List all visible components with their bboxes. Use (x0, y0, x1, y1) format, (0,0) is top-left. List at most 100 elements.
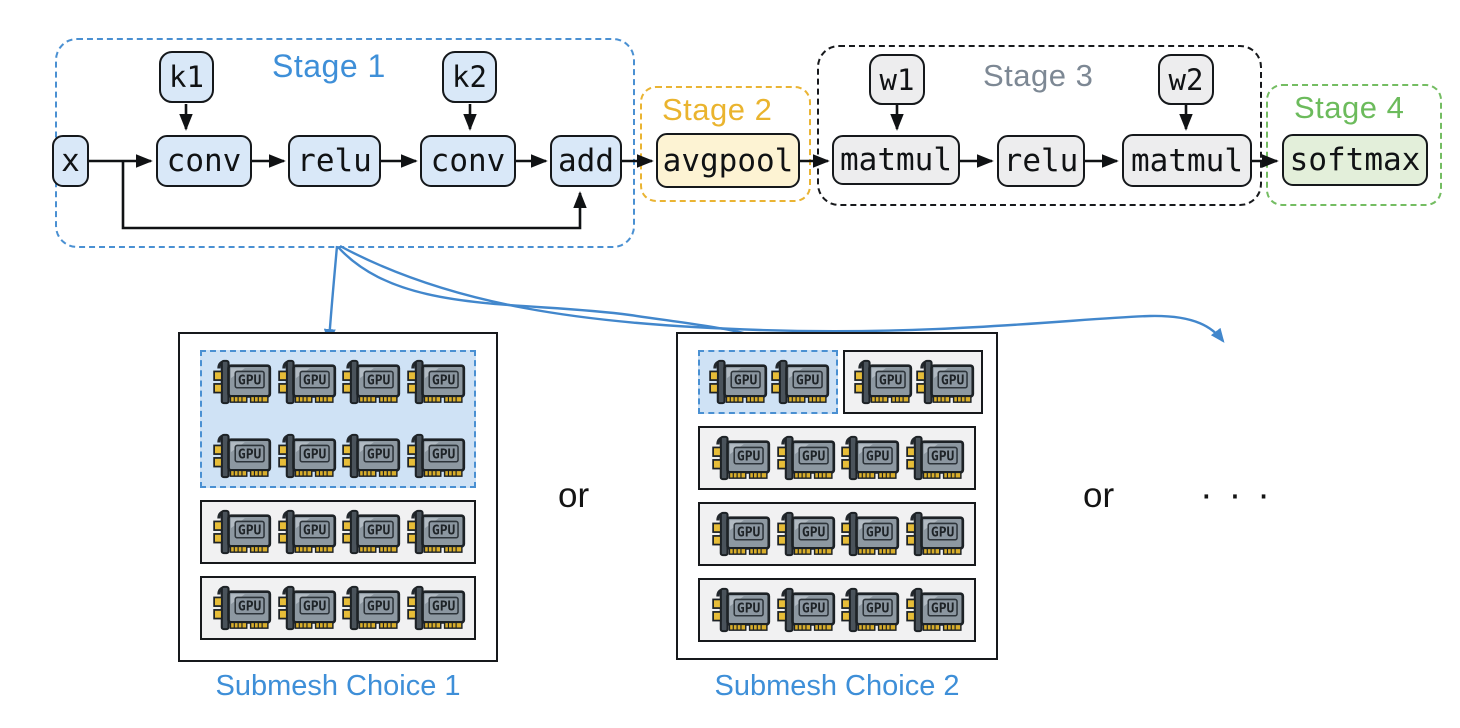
machine-box: GPU GPU GPU GPU (698, 426, 976, 490)
gpu-icon: GPU (854, 359, 913, 405)
machine-box: GPU GPU GPU GPU (698, 502, 976, 566)
svg-text:GPU: GPU (238, 599, 262, 614)
svg-text:GPU: GPU (737, 449, 761, 464)
node-conv-1: conv (156, 135, 252, 187)
svg-text:GPU: GPU (303, 373, 327, 388)
svg-text:GPU: GPU (303, 447, 327, 462)
stage-4-label: Stage 4 (1294, 90, 1405, 125)
more-choices-ellipsis: ··· (1200, 474, 1286, 516)
gpu-row: GPU GPU GPU GPU (208, 508, 468, 556)
node-k2: k2 (442, 51, 497, 103)
submesh-choice-1-label: Submesh Choice 1 (215, 670, 461, 702)
gpu-icon: GPU (776, 587, 835, 633)
gpu-icon: GPU (406, 585, 465, 631)
gpu-icon: GPU (342, 585, 401, 631)
machine-row: GPU GPU GPU GPU (698, 426, 976, 490)
svg-text:GPU: GPU (879, 373, 903, 388)
stage-2-label: Stage 2 (662, 92, 773, 127)
gpu-icon: GPU (342, 433, 401, 479)
gpu-icon: GPU (776, 511, 835, 557)
stage-3-box (817, 45, 1262, 206)
svg-text:GPU: GPU (367, 599, 391, 614)
gpu-row: GPU GPU (706, 358, 830, 406)
or-label-1: or (558, 476, 590, 515)
stage-4-box (1266, 84, 1442, 206)
gpu-row: GPU GPU GPU GPU (706, 434, 968, 482)
node-add: add (550, 135, 622, 187)
gpu-icon: GPU (213, 585, 272, 631)
machine-row: GPU GPU GPU GPU GPU GPU GPU GPU (200, 350, 476, 488)
gpu-icon: GPU (278, 433, 336, 479)
svg-text:GPU: GPU (802, 525, 826, 540)
stage-1-label: Stage 1 (272, 48, 386, 84)
node-w2: w2 (1158, 54, 1214, 105)
gpu-icon: GPU (406, 359, 465, 405)
svg-text:GPU: GPU (431, 523, 455, 538)
machine-row: GPU GPU GPU GPU (200, 576, 476, 640)
gpu-icon: GPU (771, 359, 830, 405)
gpu-icon: GPU (278, 585, 336, 631)
stage-3-label: Stage 3 (983, 58, 1094, 93)
node-relu-2: relu (997, 135, 1085, 187)
svg-text:GPU: GPU (431, 373, 455, 388)
svg-text:GPU: GPU (238, 523, 262, 538)
svg-text:GPU: GPU (734, 373, 758, 388)
svg-text:GPU: GPU (737, 525, 761, 540)
machine-row: GPU GPU GPU GPU (200, 500, 476, 564)
svg-text:GPU: GPU (367, 373, 391, 388)
submesh-assignment-arrow-2 (337, 246, 775, 345)
svg-text:GPU: GPU (866, 601, 890, 616)
node-w1: w1 (869, 54, 925, 105)
svg-text:GPU: GPU (737, 601, 761, 616)
node-matmul-1: matmul (832, 135, 960, 185)
svg-text:GPU: GPU (303, 523, 327, 538)
submesh-assignment-arrow-3 (339, 244, 1225, 343)
gpu-icon: GPU (213, 359, 272, 405)
svg-text:GPU: GPU (431, 447, 455, 462)
svg-text:GPU: GPU (367, 523, 391, 538)
submesh-choice-2-label: Submesh Choice 2 (714, 670, 960, 702)
svg-text:GPU: GPU (866, 449, 890, 464)
gpu-icon: GPU (841, 587, 900, 633)
gpu-icon: GPU (776, 435, 835, 481)
stage-2-box (640, 86, 811, 202)
gpu-icon: GPU (712, 511, 770, 557)
svg-text:GPU: GPU (802, 449, 826, 464)
node-k1: k1 (159, 51, 214, 103)
gpu-icon: GPU (406, 509, 465, 555)
gpu-icon: GPU (906, 435, 965, 481)
machine-row: GPU GPU GPU GPU (698, 578, 976, 642)
submesh-assignment-arrow-1 (323, 245, 339, 344)
gpu-row: GPU GPU GPU GPU (208, 358, 468, 406)
svg-text:GPU: GPU (367, 447, 391, 462)
svg-text:GPU: GPU (796, 373, 820, 388)
svg-text:GPU: GPU (931, 601, 955, 616)
machine-box: GPU GPU GPU GPU (698, 578, 976, 642)
gpu-row: GPU GPU GPU GPU (208, 432, 468, 480)
machine-row: GPU GPU GPU GPU (698, 502, 976, 566)
gpu-icon: GPU (213, 509, 272, 555)
gpu-icon: GPU (278, 509, 336, 555)
node-relu-1: relu (288, 135, 381, 187)
node-avgpool: avgpool (656, 133, 800, 188)
or-label-2: or (1083, 476, 1115, 515)
svg-text:GPU: GPU (238, 447, 262, 462)
svg-text:GPU: GPU (931, 449, 955, 464)
gpu-icon: GPU (906, 511, 965, 557)
gpu-icon: GPU (712, 435, 770, 481)
gpu-icon: GPU (342, 359, 401, 405)
svg-text:GPU: GPU (866, 525, 890, 540)
svg-text:GPU: GPU (802, 601, 826, 616)
gpu-row: GPU GPU GPU GPU (706, 510, 968, 558)
gpu-icon: GPU (906, 587, 965, 633)
gpu-icon: GPU (709, 359, 768, 405)
gpu-icon: GPU (213, 433, 272, 479)
gpu-row: GPU GPU GPU GPU (208, 584, 468, 632)
gpu-icon: GPU (278, 359, 336, 405)
machine-box: GPU GPU GPU GPU (200, 576, 476, 640)
